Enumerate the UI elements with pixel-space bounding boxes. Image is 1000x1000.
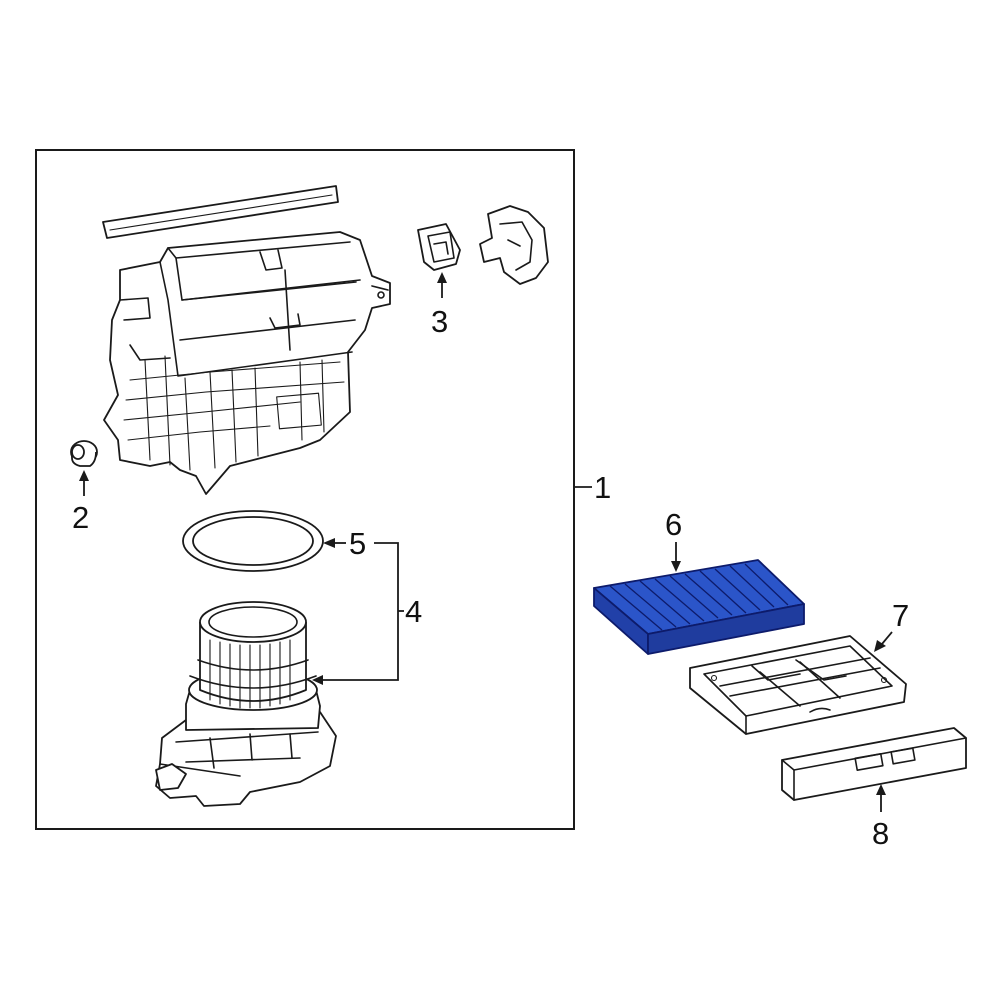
callout-4: 4: [405, 594, 422, 629]
filter-cover-part[interactable]: [781, 727, 967, 801]
callout-7: 7: [892, 598, 909, 633]
bushing-part[interactable]: [70, 440, 98, 467]
assembly-frame: [35, 149, 575, 830]
callout-2: 2: [72, 500, 89, 535]
bracket-part: [479, 205, 549, 285]
blower-motor-part[interactable]: [155, 601, 337, 807]
callout-6: 6: [665, 507, 682, 542]
callout-labels: 1 2 3 4 5 6 7 8: [72, 304, 909, 851]
actuator-connector-part[interactable]: [417, 223, 461, 271]
filter-tray-part[interactable]: [689, 635, 907, 735]
leader-lines: [79, 272, 893, 812]
callout-1: 1: [594, 470, 611, 505]
callout-5: 5: [349, 526, 366, 561]
callout-3: 3: [431, 304, 448, 339]
gasket-ring-part[interactable]: [182, 510, 324, 572]
cabin-air-filter-part[interactable]: [593, 559, 805, 655]
blower-housing-part[interactable]: [102, 185, 391, 495]
callout-8: 8: [872, 816, 889, 851]
